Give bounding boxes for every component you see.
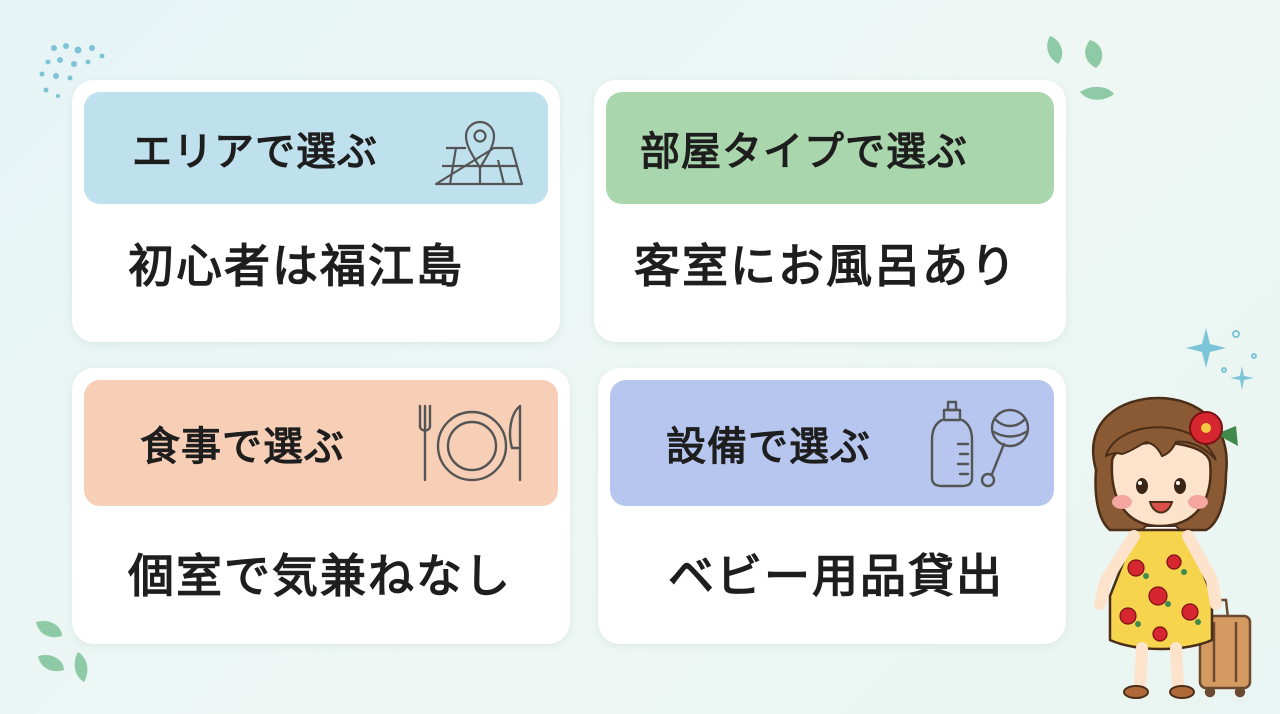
- card-meal-title: 食事で選ぶ: [140, 424, 345, 470]
- card-meal-header: 食事で選ぶ: [84, 380, 558, 506]
- card-room[interactable]: 部屋タイプで選ぶ 客室にお風呂あり: [594, 80, 1066, 342]
- map-pin-icon: [434, 120, 524, 186]
- card-facility[interactable]: 設備で選ぶ ベビー用品貸出: [598, 368, 1066, 644]
- card-meal[interactable]: 食事で選ぶ 個室で気兼ねなし: [72, 368, 570, 644]
- card-facility-title: 設備で選ぶ: [666, 424, 871, 470]
- card-facility-header: 設備で選ぶ: [610, 380, 1054, 506]
- fork-plate-knife-icon: [418, 404, 522, 482]
- card-facility-body: ベビー用品貸出: [668, 549, 1004, 603]
- leaf-icon: [1047, 36, 1114, 100]
- dots-icon: [39, 43, 105, 98]
- leaf-icon: [36, 620, 88, 682]
- baby-bottle-rattle-icon: [930, 400, 1030, 488]
- card-room-title: 部屋タイプで選ぶ: [640, 129, 968, 175]
- girl-with-suitcase-illustration: [1091, 396, 1252, 699]
- card-area-title: エリアで選ぶ: [132, 129, 378, 175]
- card-room-header: 部屋タイプで選ぶ: [606, 92, 1054, 204]
- card-area[interactable]: エリアで選ぶ 初心者は福江島: [72, 80, 560, 342]
- card-meal-body: 個室で気兼ねなし: [128, 549, 512, 603]
- card-area-header: エリアで選ぶ: [84, 92, 548, 204]
- card-room-body: 客室にお風呂あり: [634, 239, 1018, 293]
- card-area-body: 初心者は福江島: [128, 239, 464, 293]
- sparkle-icon: [1186, 328, 1257, 390]
